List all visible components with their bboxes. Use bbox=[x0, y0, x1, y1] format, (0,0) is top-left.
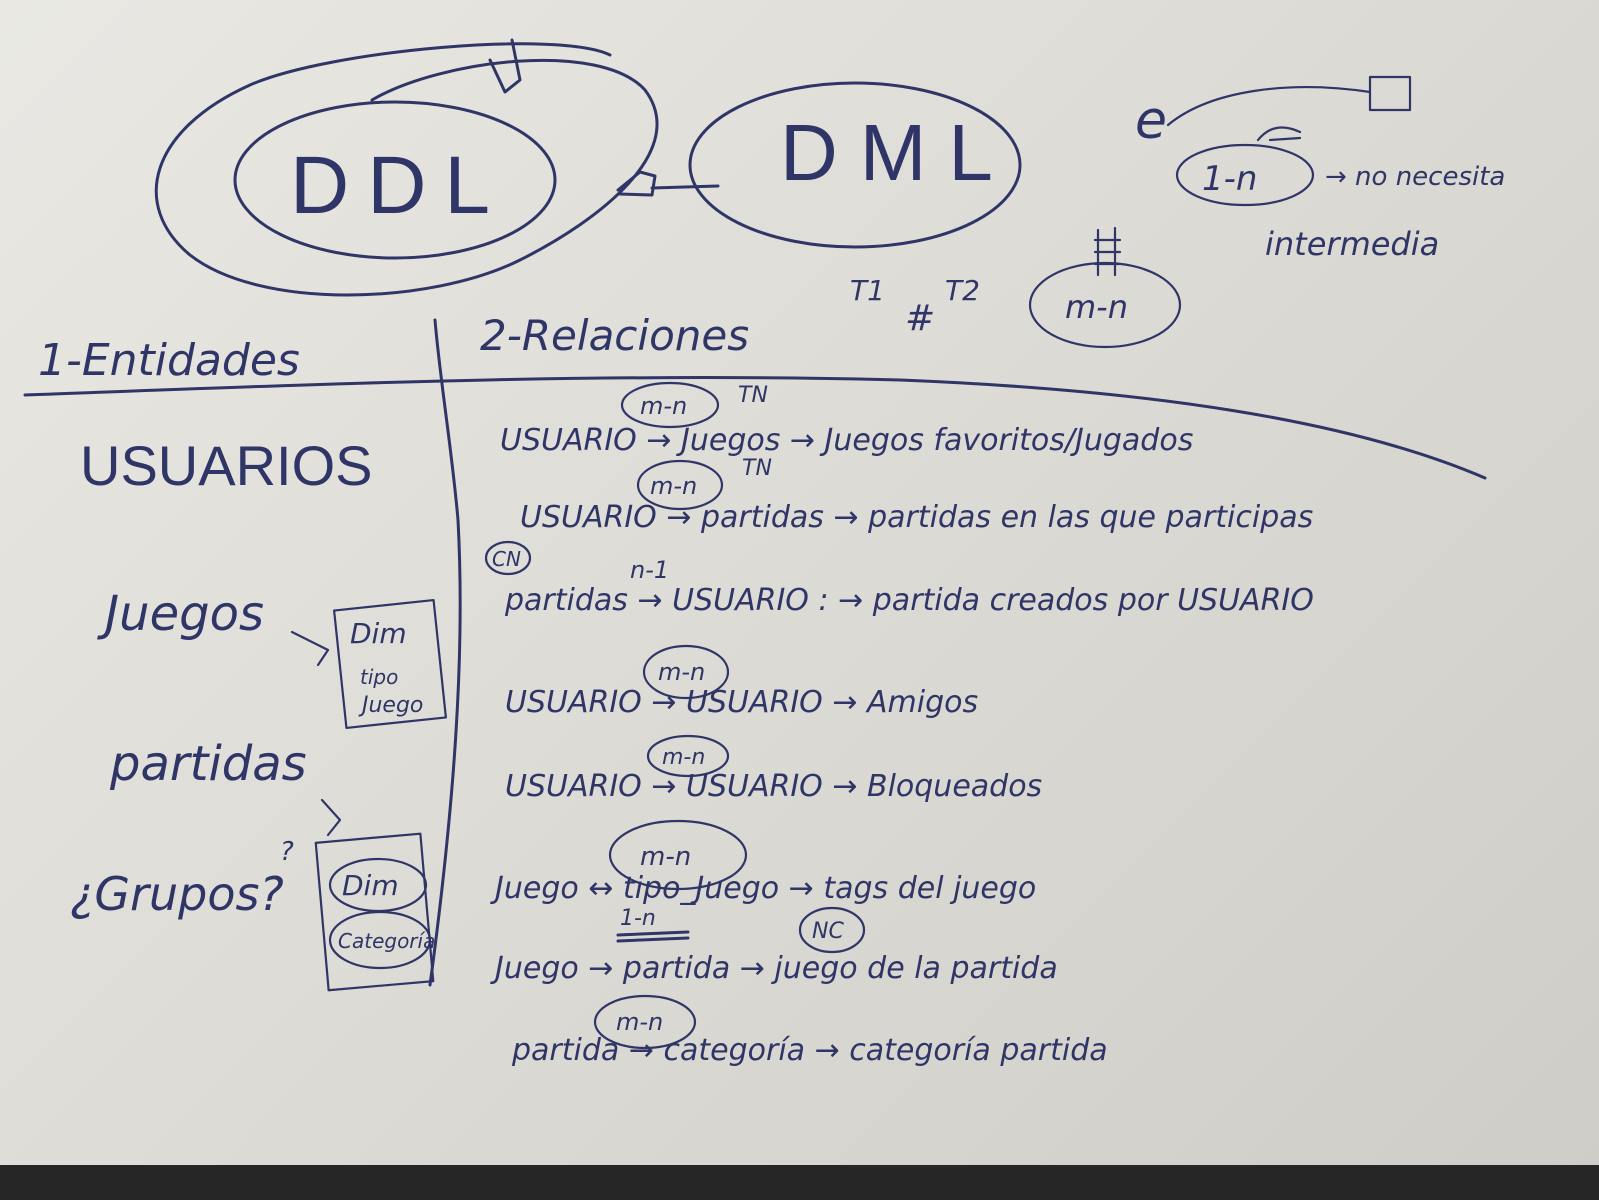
grupos-dim-box bbox=[314, 832, 435, 992]
relation-row-7: 1-n NC Juego → partida → juego de la par… bbox=[490, 906, 1058, 986]
grupos-cat-circle bbox=[328, 910, 432, 970]
check-mark-icon bbox=[488, 38, 522, 94]
relation-text: Juego ↔ tipo_Juego → tags del juego bbox=[490, 871, 1036, 906]
juegos-dim-box bbox=[333, 598, 447, 730]
t2-label: T2 bbox=[945, 274, 980, 307]
relation-extra-ellipse bbox=[484, 540, 532, 576]
relation-extra: TN bbox=[742, 456, 772, 481]
juegos-box-tipo: tipo bbox=[360, 665, 398, 689]
ddl-ellipse bbox=[233, 100, 557, 260]
question-mark: ? bbox=[280, 837, 294, 867]
square-shape bbox=[1368, 75, 1412, 112]
ddl-outer-loop bbox=[154, 42, 659, 297]
relation-row-5: m-n USUARIO → USUARIO → Bloqueados bbox=[505, 734, 1042, 804]
relation-mn-ellipse bbox=[1028, 261, 1182, 349]
entity-e-label: e bbox=[1135, 91, 1167, 151]
grupos-box-dim: Dim bbox=[342, 869, 399, 902]
dml-label: DML bbox=[780, 108, 1015, 197]
relation-card-ellipse bbox=[636, 459, 724, 511]
t1-label: T1 bbox=[850, 274, 885, 307]
relation-1n-ellipse bbox=[1175, 143, 1315, 207]
relation-text: USUARIO → Juegos → Juegos favoritos/Juga… bbox=[500, 423, 1193, 458]
relation-row-1: m-n TN USUARIO → Juegos → Juegos favorit… bbox=[500, 381, 1193, 458]
small-arc bbox=[1256, 126, 1302, 142]
relation-text: partidas → USUARIO : → partida creados p… bbox=[504, 583, 1314, 618]
arrow-ddl-dml bbox=[616, 170, 720, 197]
relation-card: m-n bbox=[658, 658, 705, 686]
juegos-box-juego: Juego bbox=[358, 693, 423, 718]
relations-header: 2-Relaciones bbox=[480, 311, 749, 360]
relation-card-ellipse bbox=[593, 994, 697, 1050]
relation-card: m-n bbox=[662, 745, 705, 770]
relation-card: m-n bbox=[650, 472, 697, 500]
relation-row-8: m-n partida → categoría → categoría part… bbox=[511, 994, 1108, 1068]
table-sketch-icon bbox=[1093, 226, 1122, 277]
note-intermedia: intermedia bbox=[1265, 225, 1439, 263]
column-divider-line bbox=[428, 318, 462, 987]
relation-card: m-n bbox=[616, 1008, 663, 1036]
relation-text: partida → categoría → categoría partida bbox=[511, 1033, 1108, 1068]
relation-card: n-1 bbox=[630, 556, 669, 584]
relation-card-ellipse bbox=[620, 381, 720, 429]
header-divider-line bbox=[23, 376, 1487, 480]
relation-text: USUARIO → partidas → partidas en las que… bbox=[520, 500, 1313, 535]
entity-grupos: ¿Grupos? bbox=[70, 867, 284, 921]
juegos-box-dim: Dim bbox=[350, 617, 407, 650]
entity-partidas: partidas bbox=[109, 736, 307, 792]
desk-background bbox=[0, 1165, 1599, 1200]
relation-extra-ellipse bbox=[798, 906, 866, 954]
relation-card-ellipse bbox=[642, 644, 730, 700]
relation-extra: TN bbox=[738, 383, 768, 408]
paper-sheet bbox=[0, 0, 1599, 1165]
ddl-label: DDL bbox=[290, 140, 508, 231]
relation-row-3: CN n-1 partidas → USUARIO : → partida cr… bbox=[484, 540, 1314, 618]
arrow-juegos-box bbox=[290, 630, 330, 667]
relation-card-ellipse bbox=[646, 734, 730, 778]
relation-mn-label: m-n bbox=[1065, 288, 1128, 326]
relation-extra: CN bbox=[492, 547, 521, 571]
relation-text: USUARIO → USUARIO → Amigos bbox=[505, 685, 978, 720]
grupos-box-categoria: Categoría bbox=[338, 929, 435, 953]
relation-row-6: m-n Juego ↔ tipo_Juego → tags del juego bbox=[490, 819, 1036, 906]
relation-text: Juego → partida → juego de la partida bbox=[490, 951, 1058, 986]
relation-extra: NC bbox=[812, 919, 844, 944]
hash-mark: # bbox=[905, 298, 935, 339]
relation-card-ellipse bbox=[608, 819, 748, 891]
relation-card-underline bbox=[616, 930, 690, 943]
relation-text: USUARIO → USUARIO → Bloqueados bbox=[505, 769, 1042, 804]
note-no-necesita: → no necesita bbox=[1325, 162, 1505, 192]
arrow-partidas-box bbox=[320, 798, 342, 837]
relation-row-4: m-n USUARIO → USUARIO → Amigos bbox=[505, 644, 978, 720]
relation-1n-label: 1-n bbox=[1202, 159, 1257, 199]
entity-juegos: Juegos bbox=[97, 586, 264, 642]
relation-card: m-n bbox=[640, 392, 687, 420]
entities-header: 1-Entidades bbox=[38, 335, 300, 386]
relation-row-2: m-n TN USUARIO → partidas → partidas en … bbox=[520, 456, 1313, 535]
relation-card: m-n bbox=[640, 842, 691, 872]
relation-card: 1-n bbox=[620, 906, 656, 931]
entity-usuarios: USUARIOS bbox=[80, 434, 373, 497]
e-to-square-line bbox=[1166, 86, 1372, 127]
dml-ellipse bbox=[688, 81, 1022, 249]
